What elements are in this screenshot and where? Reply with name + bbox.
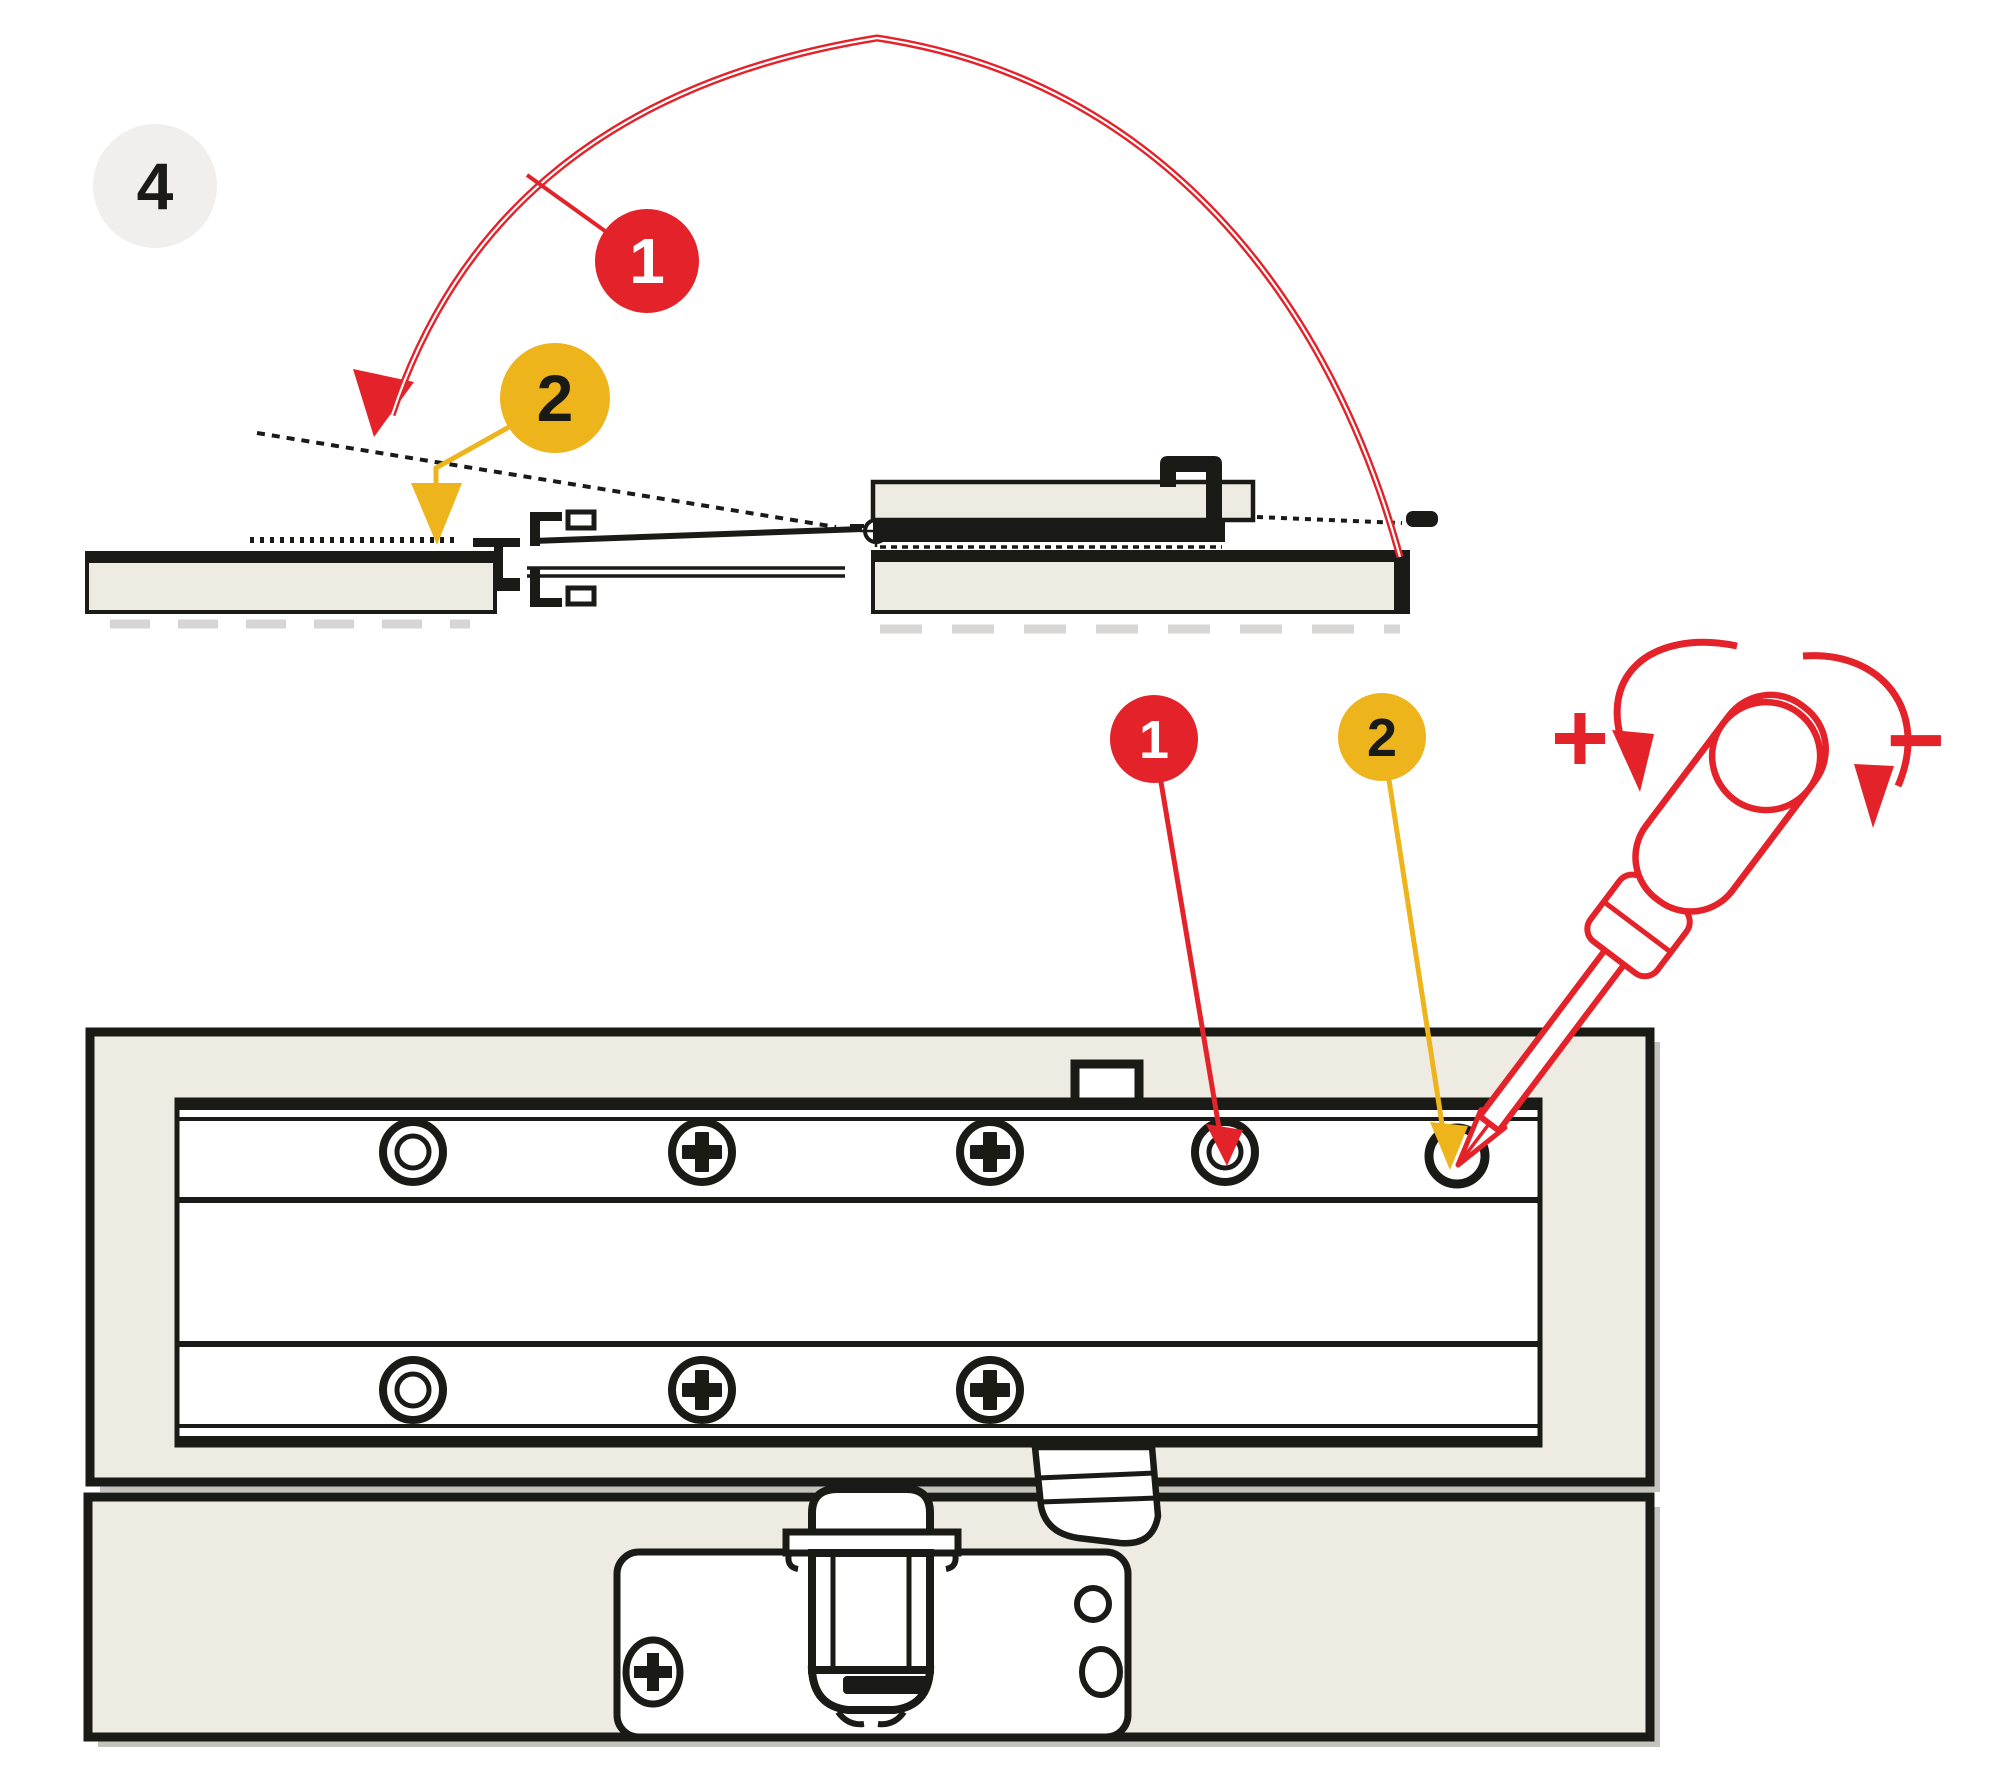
step-badge-circle bbox=[93, 124, 217, 248]
side-badge-2: 2 bbox=[411, 343, 610, 545]
screw-phillips-top-3 bbox=[960, 1122, 1020, 1182]
screwdriver-handle-butt bbox=[1708, 698, 1824, 814]
catch-body bbox=[808, 1549, 934, 1674]
screw-phillips-bottom-3 bbox=[960, 1360, 1020, 1420]
edge-cap bbox=[1406, 511, 1438, 527]
plus-symbol: + bbox=[1551, 682, 1609, 794]
rotate-plus-arrow bbox=[1612, 638, 1738, 792]
badge-1-circle bbox=[595, 209, 699, 313]
step-badge: 4 bbox=[93, 124, 217, 248]
side-view-diagram: 1 2 bbox=[85, 34, 1438, 634]
badge-2-number: 2 bbox=[537, 361, 574, 435]
badge-1-leader bbox=[525, 173, 607, 233]
front-badge-2-number: 2 bbox=[1367, 708, 1397, 768]
front-view-diagram: 1 2 + − bbox=[83, 638, 1945, 1747]
screw-phillips-bottom-2 bbox=[672, 1360, 732, 1420]
front-badge-2: 2 bbox=[1338, 693, 1468, 1170]
step-number: 4 bbox=[137, 149, 174, 223]
latch-plate-screw bbox=[622, 1636, 684, 1708]
front-badge-1-arrowhead bbox=[1206, 1124, 1243, 1166]
tilted-board-dashed-line bbox=[256, 431, 837, 529]
slide-rails bbox=[527, 524, 864, 578]
slide-clip-brackets bbox=[530, 509, 597, 607]
front-badge-2-leader bbox=[1386, 779, 1445, 1125]
front-badge-2-circle bbox=[1338, 693, 1426, 781]
right-flap-assembly bbox=[870, 456, 1438, 614]
hook-bracket bbox=[1160, 456, 1222, 542]
badge-2-circle bbox=[500, 343, 610, 453]
screw-phillips-top-2 bbox=[672, 1122, 732, 1182]
damper-pin bbox=[1074, 1585, 1112, 1623]
minus-symbol: − bbox=[1887, 684, 1945, 796]
screw-plain-top-1 bbox=[383, 1122, 443, 1182]
panel-edge-profile bbox=[473, 538, 520, 547]
front-badge-1-number: 1 bbox=[1139, 710, 1169, 770]
flap-upper-board bbox=[870, 479, 1256, 523]
front-badge-2-arrowhead bbox=[1430, 1122, 1468, 1170]
screw-plain-bottom-1 bbox=[383, 1360, 443, 1420]
front-badge-1-circle bbox=[1110, 695, 1198, 783]
rotation-arc-arrow bbox=[388, 34, 1404, 558]
side-badge-1: 1 bbox=[525, 173, 699, 313]
linkage-arm bbox=[1031, 1443, 1162, 1547]
latch-plate-hole bbox=[1079, 1646, 1123, 1698]
catch-mechanism bbox=[782, 1485, 962, 1728]
badge-1-number: 1 bbox=[629, 225, 665, 297]
front-badge-1: 1 bbox=[1110, 695, 1243, 1166]
front-badge-1-leader bbox=[1158, 781, 1222, 1129]
badge-2-arrowhead bbox=[411, 483, 462, 545]
edge-dots-right bbox=[1256, 515, 1403, 525]
left-panel bbox=[85, 538, 520, 614]
rotate-minus-arrow bbox=[1802, 652, 1912, 828]
screwdriver-icon bbox=[1455, 691, 1829, 1168]
